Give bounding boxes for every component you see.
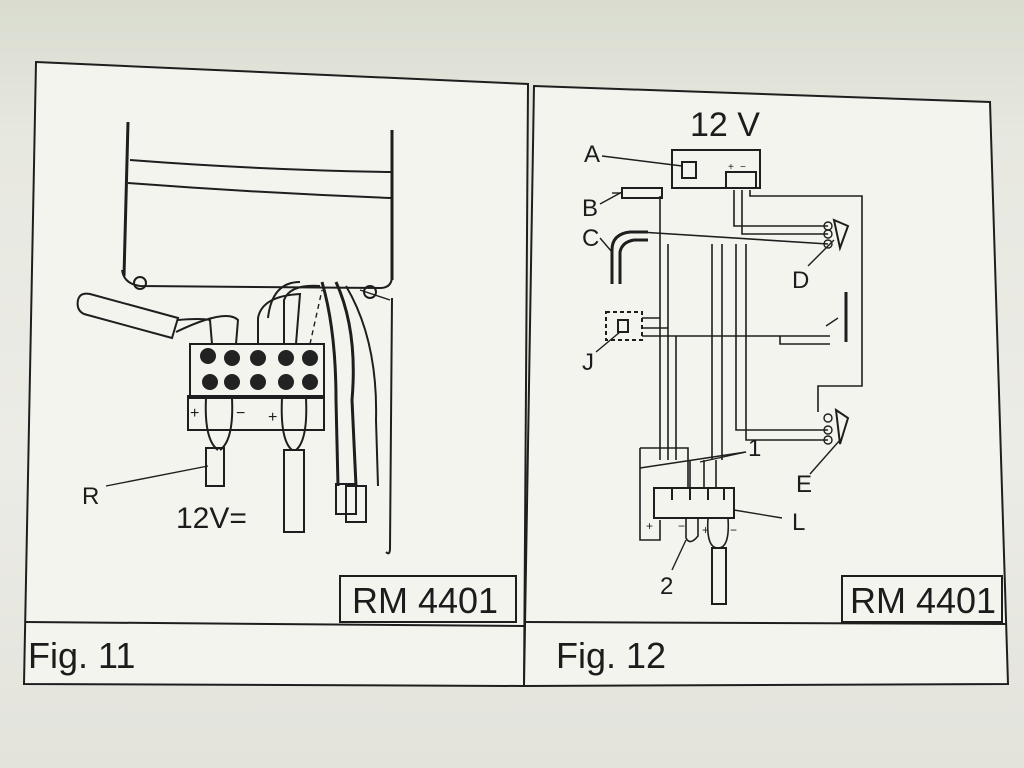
label-c: C: [582, 225, 599, 252]
figure-11-panel: + − + R 12V= RM 4401 Fig. 11: [22, 60, 530, 688]
switch-e: [823, 407, 850, 445]
voltage-label: 12V=: [176, 502, 247, 535]
plus-right-label: +: [268, 409, 277, 426]
block-plus-label: +: [728, 162, 734, 173]
figure-11-code: RM 4401: [352, 580, 498, 621]
label-e: E: [796, 471, 812, 498]
supply-cable: [76, 292, 240, 345]
label-one: 1: [748, 435, 761, 462]
minus-left-label: −: [236, 405, 245, 422]
label-j: J: [582, 349, 594, 376]
label-two: 2: [660, 573, 673, 600]
sensor-c: [610, 230, 648, 284]
terminal-minus-label: −: [730, 523, 737, 537]
circuit-wires: [639, 190, 863, 541]
terminal-block-l: + − + −: [646, 487, 737, 605]
figure-12-title: 12 V: [690, 106, 760, 144]
heating-element: [825, 292, 848, 342]
label-a: A: [584, 141, 600, 168]
figure-11-caption: Fig. 11: [28, 635, 135, 676]
connector-j: [605, 311, 643, 341]
label-l: L: [792, 509, 805, 536]
figure-12-panel: 12 V + −: [522, 84, 1010, 688]
control-box: + −: [671, 149, 761, 189]
bottom-plus-label: +: [646, 519, 653, 533]
label-d: D: [792, 267, 809, 294]
terminal-plus-label: +: [702, 523, 709, 537]
internal-wires: [257, 281, 379, 523]
plus-left-label: +: [190, 405, 199, 422]
terminal-block: [187, 343, 325, 431]
figure-12-code: RM 4401: [850, 580, 996, 621]
bottom-minus-label: −: [678, 519, 685, 533]
label-r: R: [82, 483, 99, 510]
appliance-housing: [121, 121, 394, 555]
label-b: B: [582, 195, 598, 222]
leader-lines: [595, 155, 841, 571]
block-minus-label: −: [740, 162, 746, 173]
switch-d: [823, 218, 850, 252]
figure-12-caption: Fig. 12: [556, 635, 666, 676]
